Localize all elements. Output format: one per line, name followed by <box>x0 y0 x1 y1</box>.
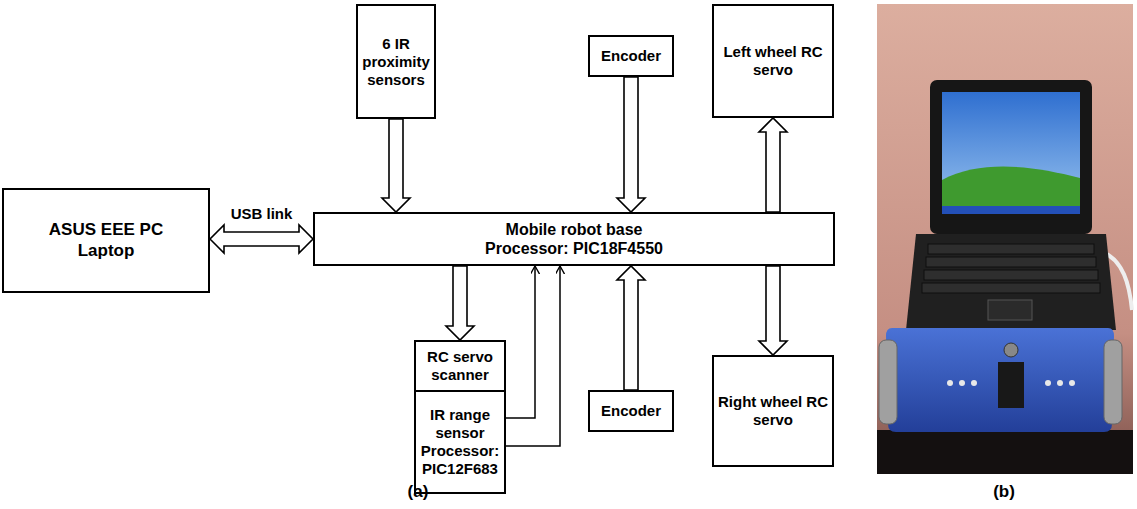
computer-box: ASUS EEE PC Laptop <box>2 188 210 293</box>
photo-floor <box>877 430 1133 474</box>
panel-label: (a) <box>408 482 429 502</box>
signal-wire <box>506 266 560 446</box>
scanner-servo <box>1004 343 1018 357</box>
data-arrow <box>446 266 474 340</box>
screen-hill <box>942 167 1080 214</box>
data-arrow <box>617 266 645 390</box>
box-text: Encoder <box>601 402 661 420</box>
data-arrow <box>759 266 787 355</box>
data-arrow <box>382 119 410 212</box>
robot-body <box>886 328 1114 432</box>
data-arrow <box>210 225 313 253</box>
data-arrow <box>759 118 787 212</box>
data-arrow <box>617 77 645 212</box>
sensor-box: 6 IR proximity sensors <box>356 4 436 119</box>
laptop-lid <box>930 80 1092 234</box>
photo-background <box>877 4 1133 474</box>
servo-box: Left wheel RC servo <box>712 4 834 118</box>
scanner-box: RC servo scanner <box>414 340 506 392</box>
encoder-box: Encoder <box>588 35 674 77</box>
processor-box: Mobile robot base Processor: PIC18F4550 <box>313 212 835 266</box>
box-text: Right wheel RC servo <box>717 393 829 429</box>
link-label: USB link <box>229 205 295 222</box>
servo-box: Right wheel RC servo <box>712 355 834 467</box>
box-text: ASUS EEE PC Laptop <box>44 220 169 261</box>
laptop-keys <box>922 244 1100 293</box>
box-text: RC servo scanner <box>419 348 501 384</box>
box-text: Mobile robot base Processor: PIC18F4550 <box>467 220 682 258</box>
range-sensor <box>998 362 1024 408</box>
box-text: 6 IR proximity sensors <box>361 35 431 89</box>
screen-taskbar <box>942 206 1080 214</box>
laptop-deck <box>906 234 1116 330</box>
encoder-box: Encoder <box>588 390 674 432</box>
left-wheel <box>879 340 897 424</box>
proximity-leds <box>947 380 1075 386</box>
laptop-screen <box>942 92 1080 214</box>
box-text: IR range sensor Processor: PIC12F683 <box>419 406 501 478</box>
panel-label: (b) <box>993 482 1015 502</box>
right-wheel <box>1104 340 1122 424</box>
box-text: Encoder <box>601 47 661 65</box>
signal-wire <box>506 266 535 418</box>
sensor-processor-box: IR range sensor Processor: PIC12F683 <box>414 390 506 494</box>
touchpad <box>988 300 1032 320</box>
box-text: Left wheel RC servo <box>717 43 829 79</box>
